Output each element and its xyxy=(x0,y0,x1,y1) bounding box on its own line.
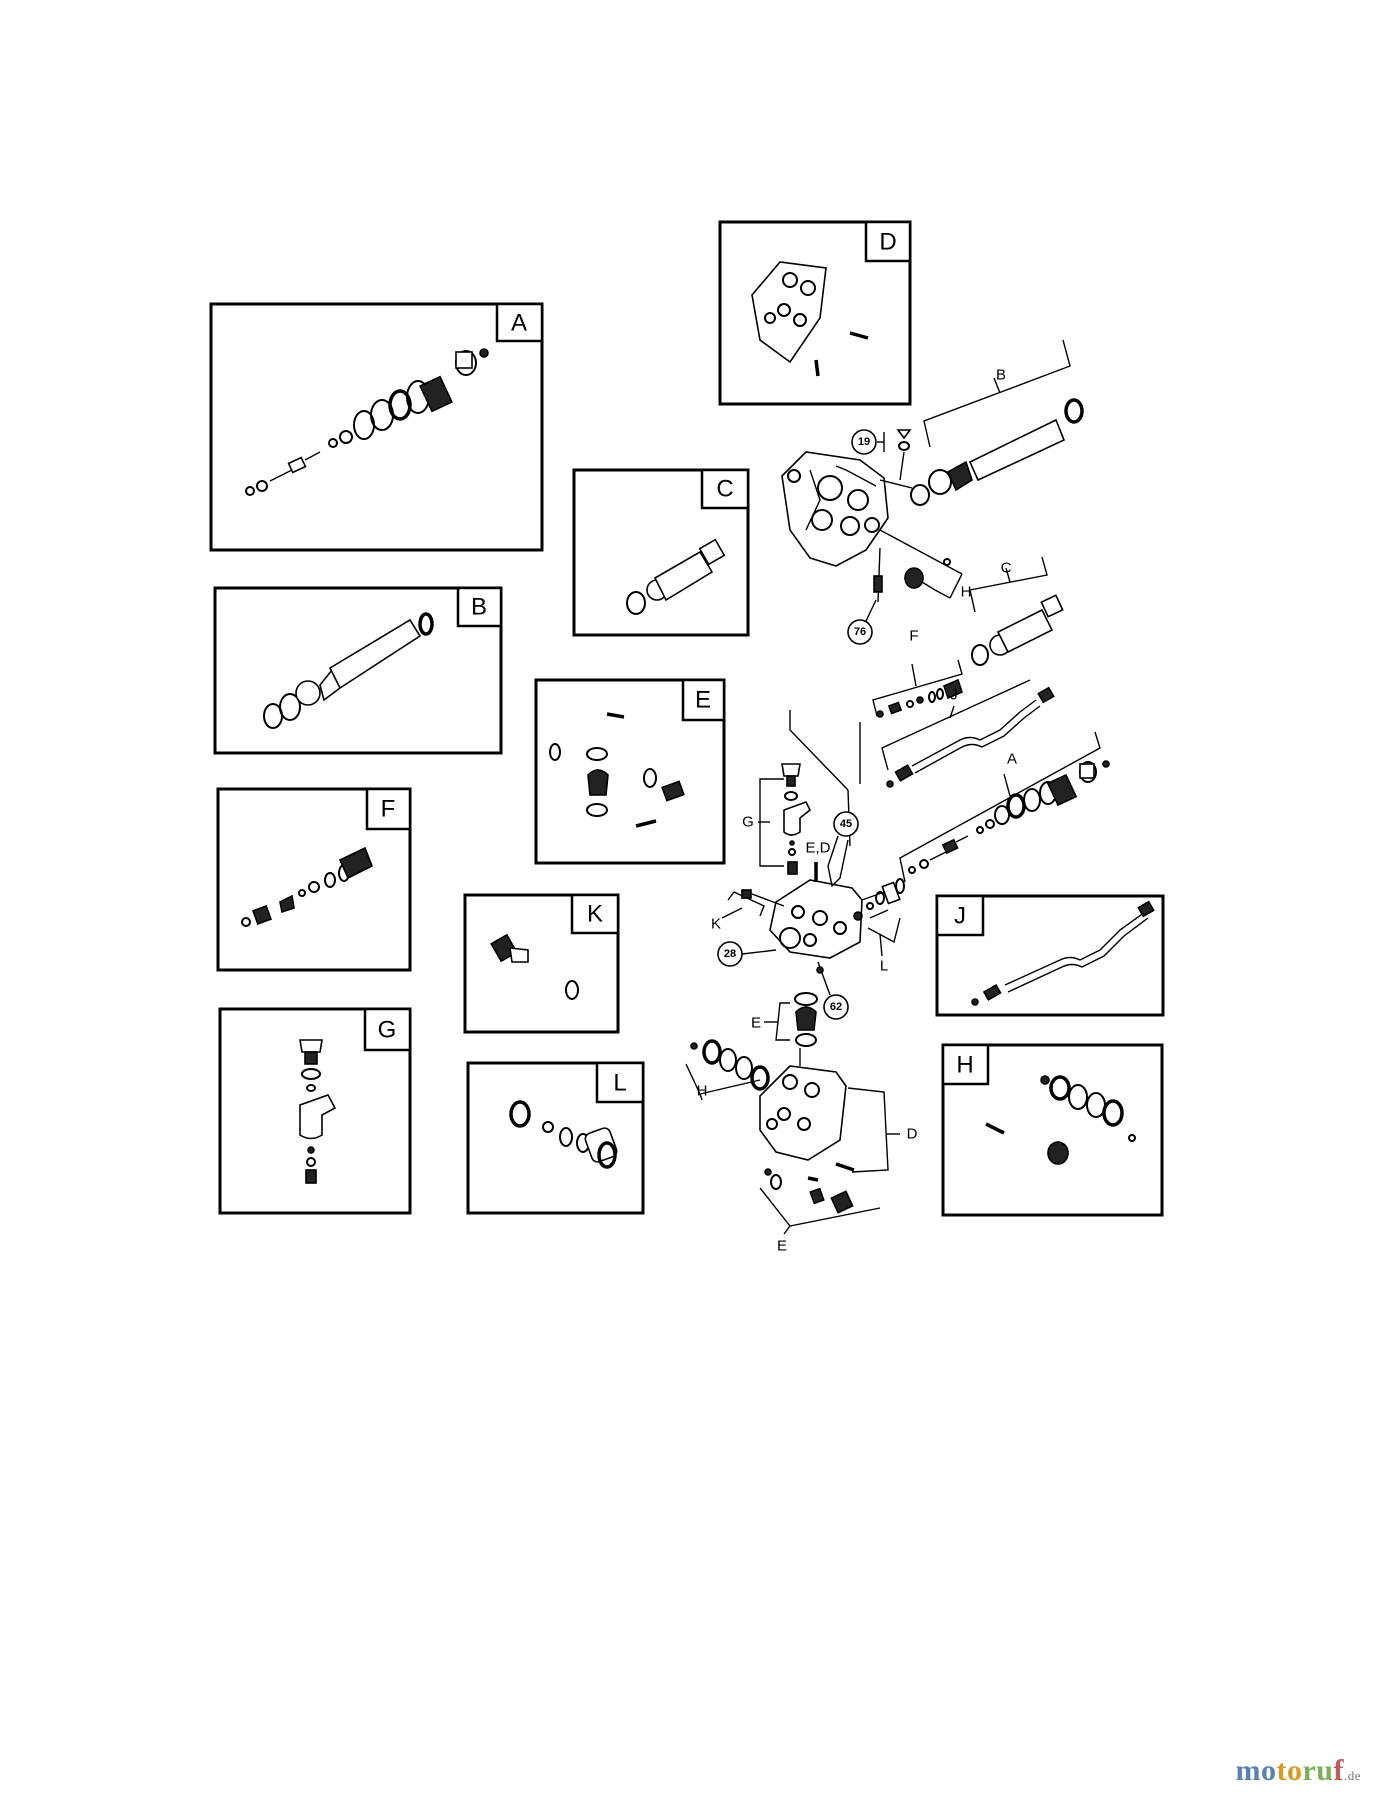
box-a: A xyxy=(209,302,544,552)
box-g-tag: G xyxy=(378,1017,397,1044)
assembly-a: A xyxy=(899,731,1110,883)
callout-19: 19 xyxy=(851,429,912,481)
box-j-tag: J xyxy=(954,903,966,930)
assembly-l: L xyxy=(853,878,905,975)
manifold xyxy=(769,879,891,959)
label-e-bottom: E xyxy=(777,1238,787,1255)
box-f-tag: F xyxy=(381,796,396,823)
box-f: F xyxy=(216,787,412,972)
brand-logo: motoruf.de xyxy=(1235,1754,1361,1787)
box-l-tag: L xyxy=(613,1070,626,1097)
label-g: G xyxy=(742,814,754,831)
label-h-top: H xyxy=(961,584,972,601)
callout-28-text: 28 xyxy=(724,948,736,960)
label-j: J xyxy=(950,687,958,704)
callout-45-text: 45 xyxy=(840,818,852,830)
pump-housing xyxy=(781,451,889,567)
box-c: C xyxy=(572,468,750,637)
callout-28: 28 xyxy=(717,941,777,967)
label-ed: E,D xyxy=(805,840,830,857)
callout-45: 45 xyxy=(827,811,859,888)
assembly-h-low: H xyxy=(685,1039,770,1101)
box-h-tag: H xyxy=(956,1052,973,1079)
label-d: D xyxy=(907,1126,918,1143)
box-f-parts xyxy=(241,846,374,927)
assembly-e-mid: E xyxy=(751,992,818,1047)
label-f: F xyxy=(909,628,918,645)
label-k: K xyxy=(711,916,721,933)
box-g-parts xyxy=(299,1039,337,1184)
box-d: D xyxy=(718,220,912,406)
box-d-tag: D xyxy=(879,229,896,256)
assembly-j: J xyxy=(881,679,1055,788)
box-b: B xyxy=(213,586,503,755)
box-c-parts xyxy=(626,538,726,615)
callout-62-text: 62 xyxy=(830,1001,842,1013)
assembly-e-bottom: E xyxy=(759,1168,881,1255)
assembly-b: B xyxy=(879,339,1084,506)
box-j-parts xyxy=(971,900,1155,1006)
label-e-mid: E xyxy=(751,1015,761,1032)
box-g: G xyxy=(218,1007,412,1215)
box-a-tag: A xyxy=(511,310,527,337)
box-d-parts xyxy=(751,261,869,377)
box-k: K xyxy=(463,893,620,1034)
box-l: L xyxy=(466,1061,645,1215)
exploded-view: B 19 H xyxy=(685,339,1110,1255)
box-b-tag: B xyxy=(471,594,487,621)
box-k-tag: K xyxy=(587,901,603,928)
box-a-parts xyxy=(245,348,489,496)
label-ed-group: E,D xyxy=(805,840,831,882)
assembly-f: F xyxy=(859,628,963,784)
assembly-d: D xyxy=(835,1087,918,1173)
assembly-g: G xyxy=(742,710,851,875)
label-a: A xyxy=(1007,751,1017,768)
callout-19-text: 19 xyxy=(858,436,870,448)
callout-76: 76 xyxy=(847,547,883,645)
label-c: C xyxy=(1001,560,1012,577)
box-e-parts xyxy=(549,712,685,828)
box-e: E xyxy=(534,678,726,865)
box-h: H xyxy=(941,1043,1164,1217)
assembly-h-top: H xyxy=(879,529,972,601)
lower-pump-head xyxy=(759,1048,847,1161)
box-c-tag: C xyxy=(716,476,733,503)
label-b-upper: B xyxy=(996,367,1006,384)
callout-76-text: 76 xyxy=(854,626,866,638)
callout-62: 62 xyxy=(816,961,849,1020)
box-e-tag: E xyxy=(695,687,711,714)
label-h-low: H xyxy=(697,1083,708,1100)
box-h-parts xyxy=(985,1075,1136,1165)
box-l-parts xyxy=(509,1100,618,1169)
assembly-k: K xyxy=(711,889,785,933)
assembly-c: C xyxy=(969,556,1064,666)
box-j: J xyxy=(935,894,1165,1017)
box-k-parts xyxy=(490,933,579,1000)
box-b-parts xyxy=(263,612,434,729)
label-l: L xyxy=(880,958,888,975)
